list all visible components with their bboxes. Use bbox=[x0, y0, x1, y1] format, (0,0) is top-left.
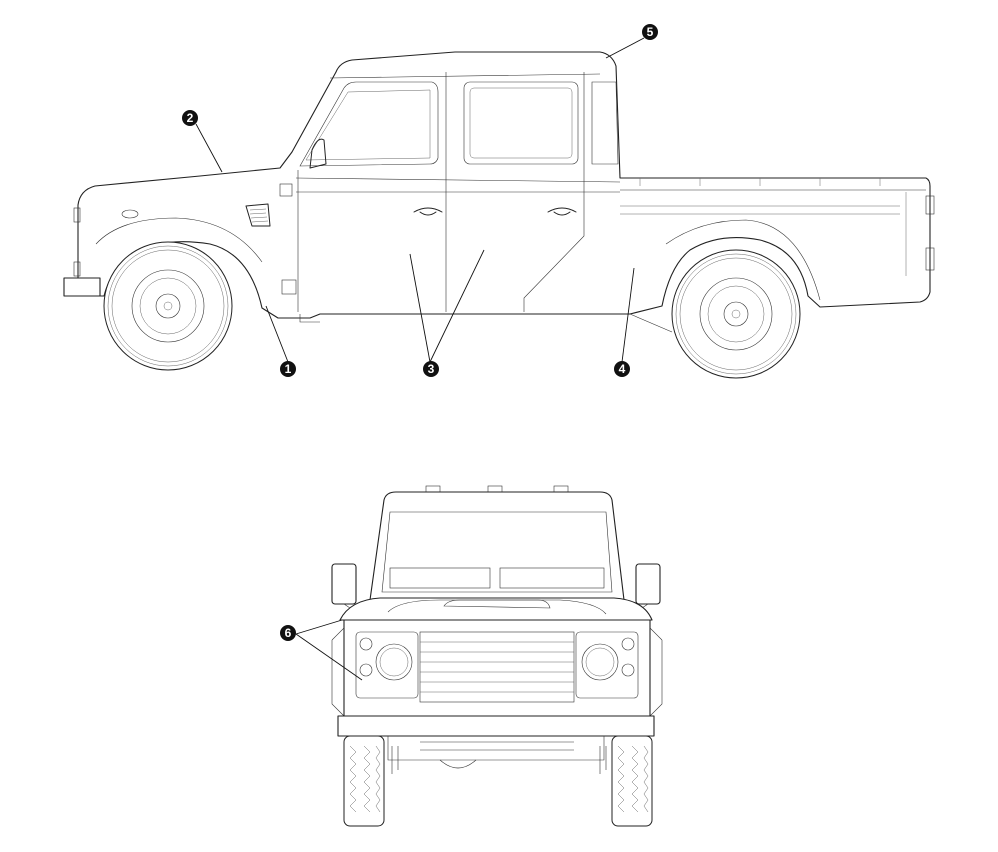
rear-door-window bbox=[463, 81, 579, 165]
front-bumper bbox=[63, 277, 101, 297]
callout-5-label: 5 bbox=[647, 25, 654, 39]
front-grille bbox=[419, 631, 575, 703]
callout-1: 1 bbox=[280, 361, 296, 377]
front-view bbox=[331, 485, 663, 827]
front-cab bbox=[369, 491, 625, 601]
front-face bbox=[343, 619, 651, 717]
callout-6: 6 bbox=[280, 625, 296, 641]
front-tyre-left bbox=[343, 735, 385, 827]
callout-1-label: 1 bbox=[285, 362, 292, 376]
callout-5: 5 bbox=[642, 24, 658, 40]
front-view-bumper bbox=[337, 715, 655, 737]
callout-4-label: 4 bbox=[619, 362, 626, 376]
front-door-handle bbox=[413, 207, 443, 216]
callout-4: 4 bbox=[614, 361, 630, 377]
front-wheel bbox=[103, 241, 233, 371]
side-view bbox=[63, 51, 935, 379]
front-mirror-right bbox=[635, 563, 661, 605]
callout-3-label: 3 bbox=[428, 362, 435, 376]
rear-door-handle bbox=[547, 207, 577, 216]
wing-vent bbox=[245, 203, 271, 227]
callout-2: 2 bbox=[182, 110, 198, 126]
callout-3: 3 bbox=[423, 361, 439, 377]
headlamp-panel-left bbox=[355, 631, 419, 699]
leader-lines bbox=[195, 37, 645, 681]
callout-2-label: 2 bbox=[187, 111, 194, 125]
front-window bbox=[299, 81, 439, 167]
callout-6-label: 6 bbox=[285, 626, 292, 640]
front-tyre-right bbox=[611, 735, 653, 827]
rear-quarter-window bbox=[591, 81, 619, 165]
side-body-outline bbox=[77, 51, 931, 319]
front-mirror-left bbox=[331, 563, 357, 605]
headlamp-panel-right bbox=[575, 631, 639, 699]
rear-wheel bbox=[671, 249, 801, 379]
side-mirror bbox=[309, 138, 327, 169]
